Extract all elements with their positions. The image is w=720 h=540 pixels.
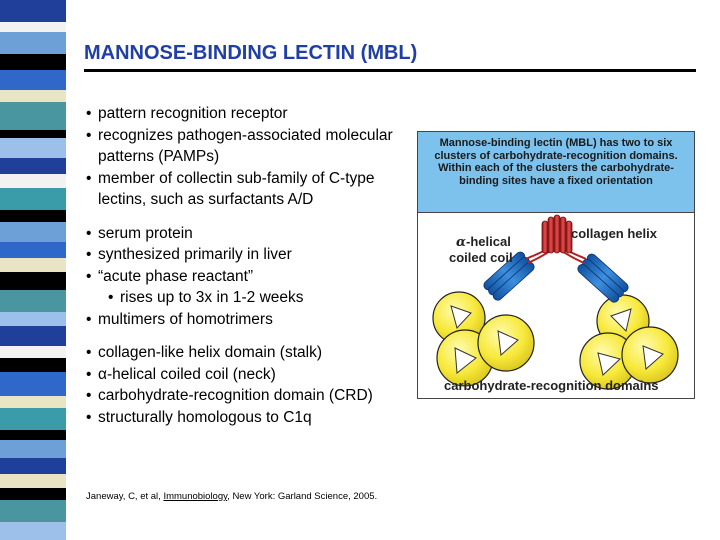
stripe-block	[0, 272, 66, 290]
citation: Janeway, C, et al, Immunobiology, New Yo…	[86, 491, 377, 502]
stripe-block	[0, 210, 66, 222]
stripe-block	[0, 488, 66, 500]
mbl-structure-diagram	[432, 214, 679, 390]
left-coiled-coil	[483, 251, 535, 301]
stripe-block	[0, 102, 66, 130]
stripe-block	[0, 242, 66, 258]
label-crd: carbohydrate-recognition domains	[444, 378, 659, 393]
citation-prefix: Janeway, C, et al,	[86, 491, 164, 502]
stripe-block	[0, 130, 66, 138]
stripe-block	[0, 408, 66, 430]
stripe-block	[0, 0, 66, 22]
bullet-item-alpha: α-helical coiled coil (neck)	[86, 364, 396, 386]
stripe-block	[0, 346, 66, 358]
stripe-block	[0, 430, 66, 440]
alpha-symbol: α	[98, 365, 107, 383]
stripe-block	[0, 474, 66, 488]
stripe-block	[0, 312, 66, 326]
label-coiled-coil: coiled coil	[449, 250, 513, 265]
right-coiled-coil	[577, 253, 629, 303]
stripe-block	[0, 440, 66, 458]
stripe-block	[0, 174, 66, 188]
stripe-block	[0, 22, 66, 32]
left-crd-cluster	[432, 291, 535, 387]
stripe-block	[0, 522, 66, 540]
sub-bullet-item: rises up to 3x in 1-2 weeks	[108, 287, 396, 309]
stripe-block	[0, 222, 66, 242]
bullet-item: “acute phase reactant”	[86, 266, 396, 288]
bullet-text: -helical coiled coil (neck)	[106, 365, 276, 383]
citation-suffix: , New York: Garland Science, 2005.	[227, 491, 378, 502]
stripe-block	[0, 188, 66, 210]
alpha-symbol: α	[456, 235, 467, 250]
title-underline	[84, 69, 696, 72]
stripe-block	[0, 326, 66, 346]
stripe-block	[0, 372, 66, 396]
bullet-item: serum protein	[86, 223, 396, 245]
stripe-block	[0, 358, 66, 372]
bullet-item: pattern recognition receptor	[86, 103, 396, 125]
bullet-item: recognizes pathogen-associated molecular…	[86, 125, 396, 168]
stripe-block	[0, 90, 66, 102]
stripe-block	[0, 500, 66, 522]
bullet-item: multimers of homotrimers	[86, 309, 396, 331]
right-crd-cluster	[579, 294, 679, 390]
stripe-block	[0, 158, 66, 174]
stripe-block	[0, 138, 66, 158]
stripe-block	[0, 396, 66, 408]
collagen-helix-bundle	[541, 214, 573, 254]
bullet-list: pattern recognition receptor recognizes …	[86, 103, 396, 428]
bullet-item: collagen-like helix domain (stalk)	[86, 342, 396, 364]
slide-title: MANNOSE-BINDING LECTIN (MBL)	[84, 42, 418, 64]
decorative-color-stripe	[0, 0, 66, 540]
stripe-block	[0, 290, 66, 312]
stripe-block	[0, 458, 66, 474]
stripe-block	[0, 54, 66, 70]
stripe-block	[0, 32, 66, 54]
bullet-item: carbohydrate-recognition domain (CRD)	[86, 385, 396, 407]
figure-caption: Mannose-binding lectin (MBL) has two to …	[418, 132, 694, 213]
bullet-item: member of collectin sub-family of C-type…	[86, 168, 396, 211]
stripe-block	[0, 70, 66, 90]
citation-book-link[interactable]: Immunobiology	[163, 491, 228, 502]
bullet-item: structurally homologous to C1q	[86, 407, 396, 429]
bullet-item: synthesized primarily in liver	[86, 244, 396, 266]
label-alpha-helical: α-helical	[456, 234, 511, 250]
mbl-figure: Mannose-binding lectin (MBL) has two to …	[417, 131, 695, 399]
label-collagen-helix: collagen helix	[571, 226, 657, 241]
stripe-block	[0, 258, 66, 272]
